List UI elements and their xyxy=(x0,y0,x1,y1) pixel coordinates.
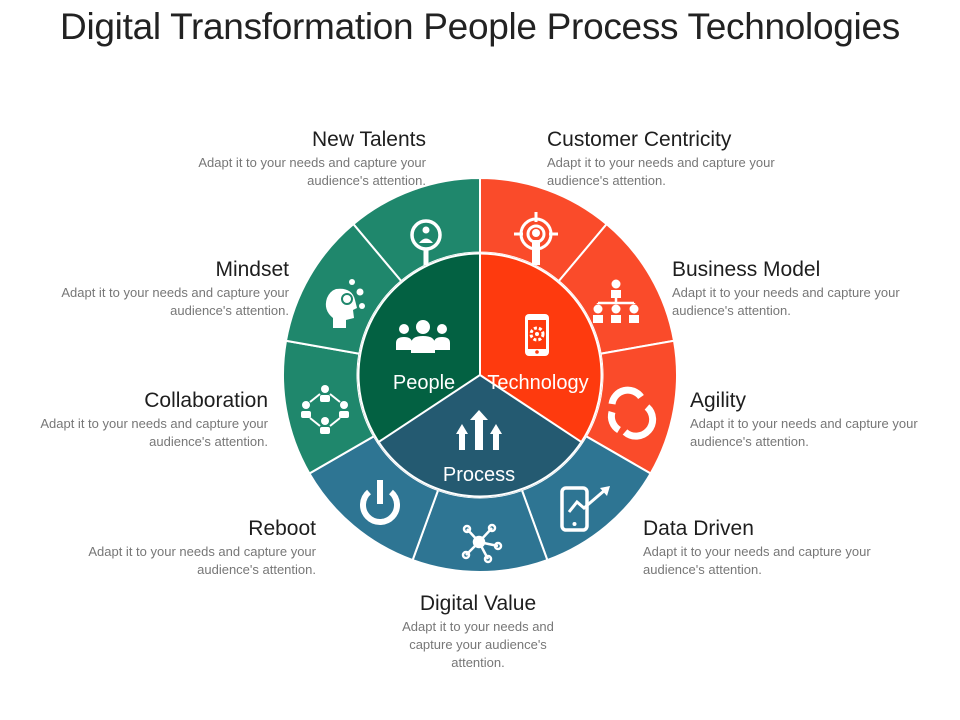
talent-search-icon xyxy=(410,219,442,265)
label-agility: Agility Adapt it to your needs and captu… xyxy=(690,389,926,451)
label-mindset: Mindset Adapt it to your needs and captu… xyxy=(53,258,289,320)
page-title: Digital Transformation People Process Te… xyxy=(60,6,900,47)
label-desc: Adapt it to your needs and capture your … xyxy=(643,544,871,577)
org-chart-icon xyxy=(593,279,639,323)
people-group-icon xyxy=(396,320,450,353)
target-person-icon xyxy=(514,212,558,265)
power-icon xyxy=(360,480,400,525)
label-desc: Adapt it to your needs and capture your … xyxy=(547,155,775,188)
label-title: Data Driven xyxy=(643,517,754,540)
label-title: Collaboration xyxy=(144,389,268,412)
label-collaboration: Collaboration Adapt it to your needs and… xyxy=(32,389,268,451)
label-title: Reboot xyxy=(248,517,316,540)
center-label-process: Process xyxy=(443,464,515,486)
label-title: New Talents xyxy=(311,128,426,151)
center-label-technology: Technology xyxy=(487,372,588,394)
network-icon xyxy=(461,523,503,564)
label-desc: Adapt it to your needs and capture your … xyxy=(690,416,918,449)
cycle-arrows-icon xyxy=(607,386,657,440)
mobile-gear-icon xyxy=(525,314,549,356)
label-desc: Adapt it to your needs and capture your … xyxy=(672,285,900,318)
label-reboot: Reboot Adapt it to your needs and captur… xyxy=(80,517,316,579)
label-desc: Adapt it to your needs and capture your … xyxy=(88,544,316,577)
center-label-people: People xyxy=(393,372,455,394)
team-network-icon xyxy=(301,385,349,434)
label-title: Mindset xyxy=(215,258,289,281)
label-data-driven: Data Driven Adapt it to your needs and c… xyxy=(643,517,879,579)
label-digital-value: Digital Value Adapt it to your needs and… xyxy=(385,592,571,672)
core-divider-right xyxy=(479,374,584,444)
mobile-chart-icon xyxy=(560,486,610,532)
label-customer-centricity: Customer Centricity Adapt it to your nee… xyxy=(547,128,783,190)
label-title: Business Model xyxy=(672,258,821,281)
label-title: Digital Value xyxy=(419,592,537,615)
label-business-model: Business Model Adapt it to your needs an… xyxy=(672,258,908,320)
converging-arrows-icon xyxy=(456,410,502,450)
label-desc: Adapt it to your needs and capture your … xyxy=(40,416,268,449)
core-divider-left xyxy=(376,374,481,444)
label-title: Agility xyxy=(690,389,747,412)
ring-dividers xyxy=(357,252,603,498)
head-gears-icon xyxy=(325,279,365,328)
label-desc: Adapt it to your needs and capture your … xyxy=(402,619,554,670)
label-new-talents: New Talents Adapt it to your needs and c… xyxy=(190,128,426,190)
label-title: Customer Centricity xyxy=(547,128,732,151)
label-desc: Adapt it to your needs and capture your … xyxy=(198,155,426,188)
label-desc: Adapt it to your needs and capture your … xyxy=(61,285,289,318)
